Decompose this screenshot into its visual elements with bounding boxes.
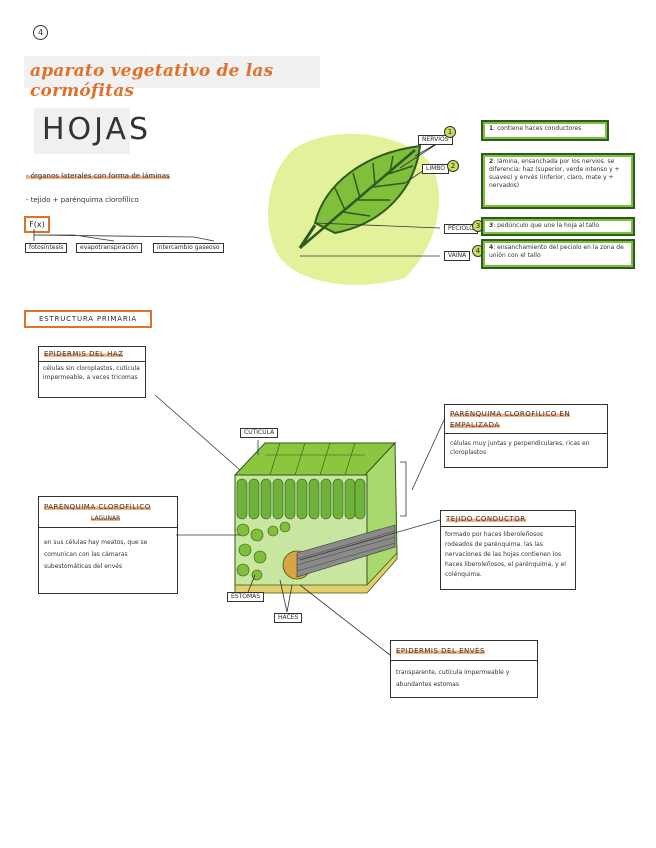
leaf-note-2: 2: lámina, ensanchada por los nervios. s… (481, 153, 635, 209)
callout-epidermis-haz: EPIDERMIS DEL HAZ células sin cloroplast… (38, 346, 146, 398)
label-estomas: ESTOMAS (227, 592, 265, 602)
spongy-cells (236, 521, 291, 581)
vascular-bundle (282, 524, 396, 580)
palisade-bracket (400, 461, 407, 517)
leaf-note-1: 1: contiene haces conductores (481, 120, 609, 141)
leaf-veins (334, 155, 414, 217)
bullet-2: - tejido + parénquima clorofílico (26, 196, 139, 204)
fx-label: F(x) (24, 216, 50, 233)
label-vaina: VAINA (444, 251, 471, 261)
page-number: 4 (37, 28, 44, 37)
fx-connectors (33, 229, 215, 242)
palisade-cells (236, 478, 366, 520)
bullet-1: - órganos laterales con forma de láminas (26, 172, 170, 180)
title-banner: aparato vegetativo de las cormófitas (24, 56, 320, 101)
leaf-note-4: 4: ensanchamiento del peciolo en la zona… (481, 239, 635, 269)
label-cuticula: CUTÍCULA (240, 428, 279, 438)
callout-parenquima-empalizada: PARÉNQUIMA CLOROFÍLICO EN EMPALIZADA cél… (444, 404, 608, 468)
callout-tejido-conductor: TEJIDO CONDUCTOR formado por haces liber… (440, 510, 576, 590)
num-2-badge: 2 (447, 160, 459, 172)
fx-box-evapotranspiracion: evapotranspiración (76, 243, 142, 253)
leaf-note-3: 3: pedúnculo que une la hoja al tallo (481, 217, 635, 236)
leaf-petiole (298, 224, 317, 249)
leaf-cross-section-diagram (233, 441, 398, 594)
callout-parenquima-lagunar: PARÉNQUIMA CLOROFÍLICO LAGUNAR en sus cé… (38, 496, 178, 594)
estructura-primaria-heading: ESTRUCTURA PRIMARIA (24, 310, 152, 328)
fx-box-fotosintesis: fotosíntesis (25, 243, 68, 253)
label-nervios: NERVIOS (418, 135, 453, 145)
page-number-badge: 4 (33, 25, 48, 40)
leaf-midrib (299, 149, 416, 249)
num-1-badge: 1 (444, 126, 456, 138)
leaf-illustration (268, 133, 440, 285)
hojas-heading-box: HOJAS (34, 108, 148, 154)
callout-epidermis-enves: EPIDERMIS DEL ENVÉS transparente, cutícu… (390, 640, 538, 698)
hojas-heading: HOJAS (42, 112, 152, 147)
fx-box-intercambio: intercambio gaseoso (153, 243, 224, 253)
page-title: aparato vegetativo de las cormófitas (30, 61, 274, 101)
label-haces: HACES (274, 613, 303, 623)
